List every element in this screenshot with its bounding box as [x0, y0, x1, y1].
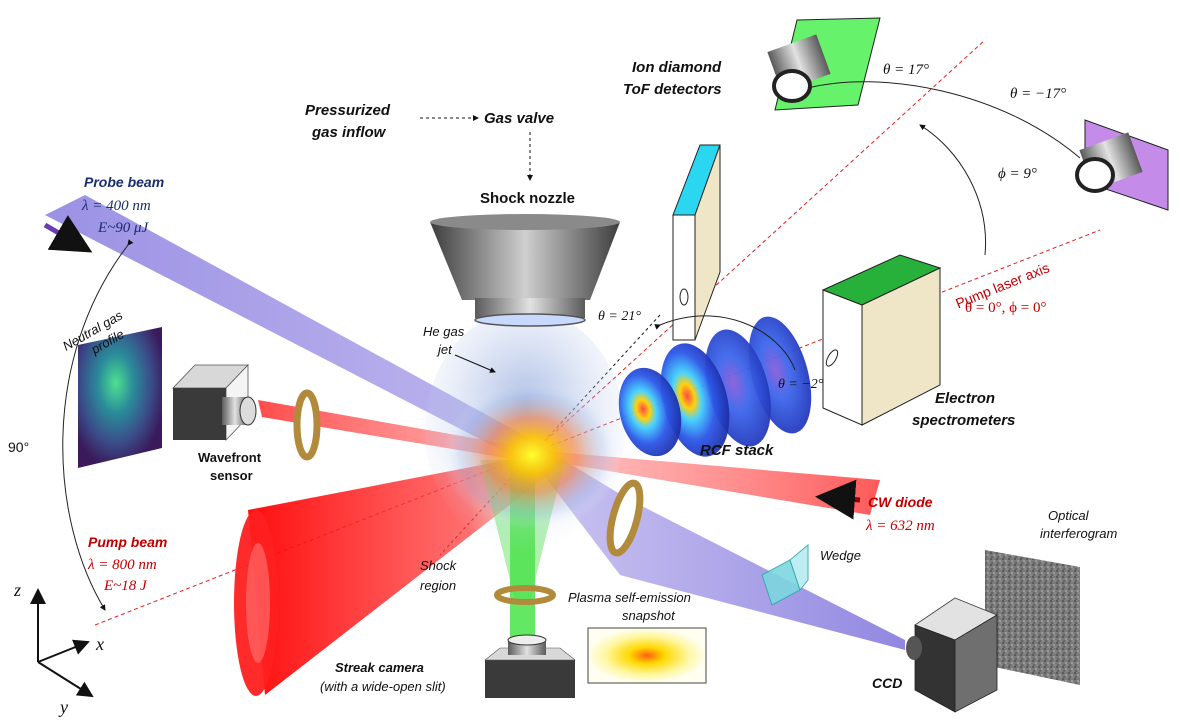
wedge-label: Wedge — [820, 548, 861, 563]
theta-21-arc — [654, 315, 796, 371]
axis-z-label: z — [13, 580, 21, 600]
pump-beam-aperture-inner — [246, 543, 270, 663]
plasma-snapshot-image — [587, 627, 707, 684]
plasma-label-1: Plasma self-emission — [568, 590, 691, 605]
neutral-90-arc — [62, 239, 134, 611]
ion-detectors-label-1: Ion diamond — [632, 59, 722, 76]
optical-interferogram-label-1: Optical — [1048, 508, 1090, 523]
wavefront-label-2: sensor — [210, 468, 253, 483]
shock-nozzle-ring — [475, 298, 585, 318]
probe-lambda-label: λ = 400 nm — [81, 198, 151, 214]
axis-y-label: y — [58, 697, 68, 717]
pump-axis-line-steep — [529, 39, 986, 456]
gas-valve-label: Gas valve — [484, 110, 554, 127]
plasma-glow — [442, 380, 622, 530]
angle-90-label: 90° — [8, 439, 29, 455]
rcf-stack-label: RCF stack — [700, 442, 774, 459]
shock-nozzle-top — [430, 214, 620, 230]
pressurized-label-1: Pressurized — [305, 102, 391, 119]
theta-m2-label: θ = −2° — [778, 377, 824, 392]
he-gas-label-2: jet — [436, 342, 453, 357]
cw-diode-arrow — [815, 479, 861, 520]
plasma-label-2: snapshot — [622, 608, 676, 623]
shock-nozzle-label: Shock nozzle — [480, 190, 575, 207]
shock-region-label-1: Shock — [420, 558, 458, 573]
pump-energy-label: E~18 J — [103, 578, 148, 594]
axis-x-label: x — [95, 634, 104, 654]
he-gas-label-1: He gas — [423, 324, 465, 339]
coordinate-axes — [30, 588, 94, 698]
optical-interferogram-image — [985, 550, 1080, 685]
ion-detectors-label-2: ToF detectors — [623, 81, 722, 98]
phi-9-arc — [919, 124, 987, 256]
wedge — [761, 543, 809, 606]
streak-camera-label-1: Streak camera — [335, 660, 424, 675]
ccd-label: CCD — [872, 675, 902, 691]
pump-beam-label: Pump beam — [88, 534, 167, 550]
shock-nozzle-exit — [474, 313, 586, 327]
theta-17-label: θ = 17° — [883, 62, 929, 78]
cw-diode-label: CW diode — [868, 494, 933, 510]
electron-spectrometer-box — [821, 254, 942, 426]
ion-detector-top — [767, 17, 881, 111]
probe-beam-label: Probe beam — [84, 174, 164, 190]
pressurized-label-2: gas inflow — [311, 124, 387, 141]
streak-camera — [484, 585, 576, 698]
probe-energy-label: E~90 μJ — [97, 220, 150, 236]
probe-lens — [606, 479, 644, 557]
cw-diode-beam — [555, 452, 880, 515]
pump-axis-label-2: θ = 0°, ϕ = 0° — [965, 300, 1047, 316]
rcf-stack — [618, 316, 812, 457]
probe-input-arrow — [43, 215, 93, 253]
phi-9-label: ϕ = 9° — [998, 166, 1037, 182]
optical-interferogram-label-2: interferogram — [1040, 526, 1117, 541]
pump-lambda-label: λ = 800 nm — [87, 557, 157, 573]
rcf-holder — [672, 144, 721, 341]
theta-21-label: θ = 21° — [598, 309, 641, 324]
streak-camera-label-2: (with a wide-open slit) — [320, 679, 446, 694]
ion-detector-right — [1075, 119, 1169, 211]
shock-nozzle — [430, 222, 620, 300]
wavefront-sensor — [172, 364, 257, 441]
cw-lambda-label: λ = 632 nm — [865, 518, 935, 534]
he-gas-arrow — [454, 354, 496, 373]
electron-spectrometers-label-2: spectrometers — [912, 412, 1015, 429]
ccd-camera — [906, 597, 998, 713]
wavefront-lens — [293, 389, 321, 461]
wavefront-label-1: Wavefront — [198, 450, 262, 465]
shock-region-label-2: region — [420, 578, 456, 593]
theta-m17-label: θ = −17° — [1010, 86, 1066, 102]
theta-17-arc — [807, 81, 1081, 159]
electron-spectrometers-label-1: Electron — [935, 390, 995, 407]
